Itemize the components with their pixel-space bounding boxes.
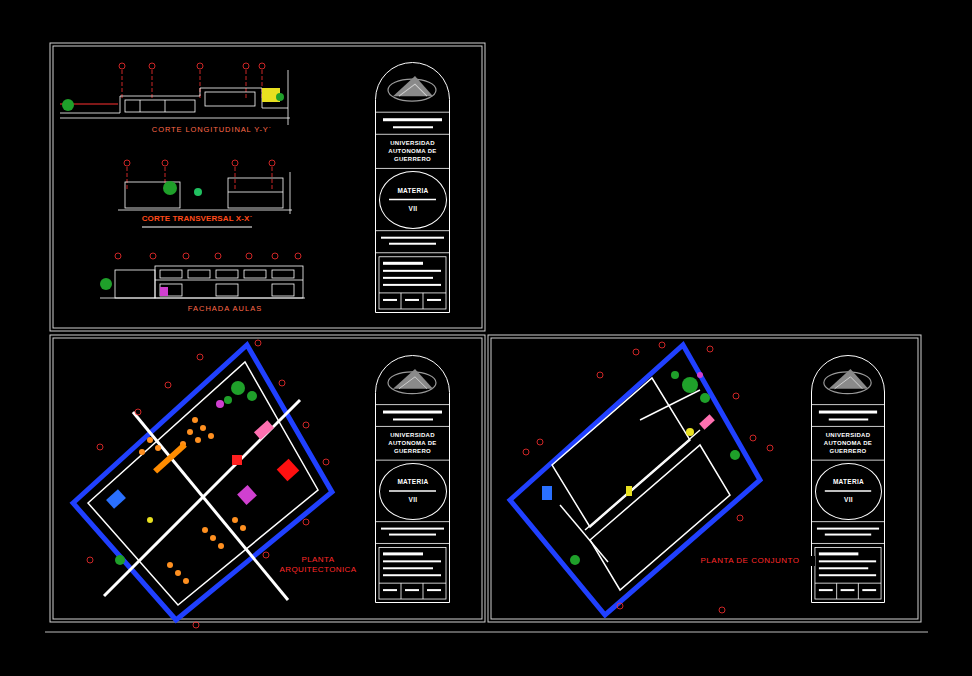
subject-label: MATERIA	[397, 478, 428, 487]
view-title: PLANTA ARQUITECTONICA	[276, 555, 360, 576]
subject-label: MATERIA	[833, 478, 864, 487]
title-block: UNIVERSIDAD AUTONOMA DE GUERRERO MATERIA V…	[375, 355, 450, 603]
subject-ring: MATERIA VII	[379, 171, 447, 229]
title-block: UNIVERSIDAD AUTONOMA DE GUERRERO MATERIA V…	[375, 62, 450, 313]
subject-label: MATERIA	[397, 187, 428, 196]
view-title: CORTE LONGITUDINAL Y-Y´	[112, 125, 312, 135]
view-title: FACHADA AULAS	[155, 304, 295, 314]
title-block: UNIVERSIDAD AUTONOMA DE GUERRERO MATERIA V…	[811, 355, 885, 603]
subject-ring: MATERIA VII	[815, 463, 882, 520]
subject-ring: MATERIA VII	[379, 463, 447, 520]
semester-number: VII	[409, 205, 418, 214]
institution-name: UNIVERSIDAD AUTONOMA DE GUERRERO	[376, 431, 449, 455]
institution-name: UNIVERSIDAD AUTONOMA DE GUERRERO	[812, 431, 884, 455]
semester-number: VII	[844, 496, 853, 505]
view-title: CORTE TRANSVERSAL X-X´	[107, 214, 287, 224]
institution-name: UNIVERSIDAD AUTONOMA DE GUERRERO	[376, 139, 449, 163]
view-title: PLANTA DE CONJUNTO	[685, 556, 815, 566]
semester-number: VII	[409, 496, 418, 505]
